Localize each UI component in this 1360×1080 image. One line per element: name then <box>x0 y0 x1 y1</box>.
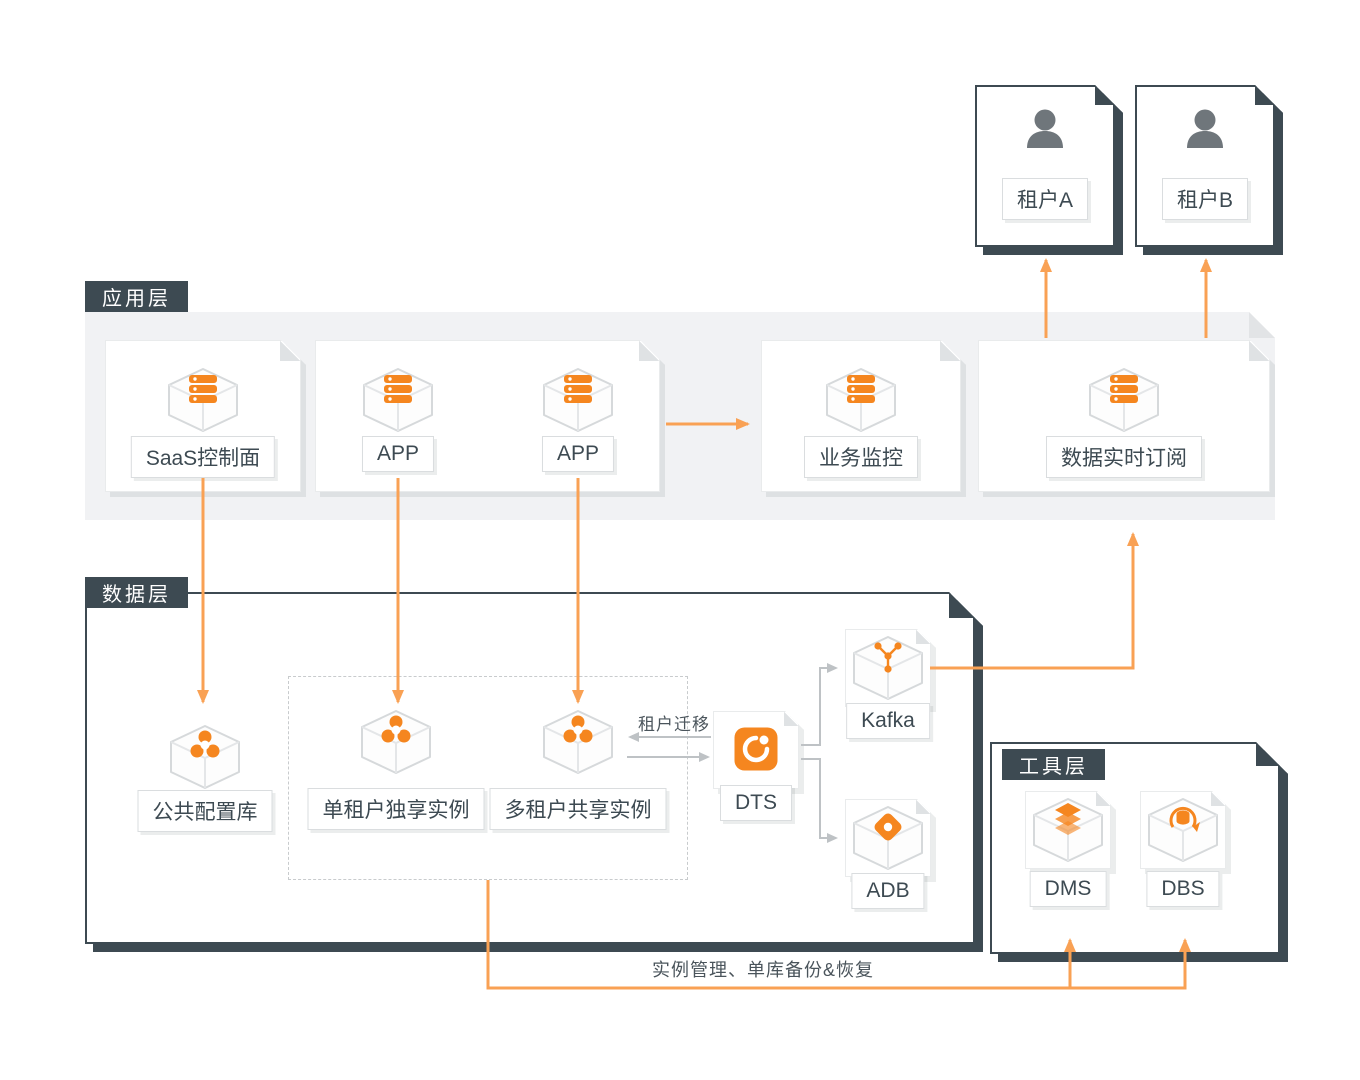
tenant-migration-label: 租户迁移 <box>638 715 710 734</box>
config-label: 公共配置库 <box>137 790 273 832</box>
app2-label: APP <box>541 436 615 472</box>
tool-layer-badge: 工具层 <box>1002 749 1105 780</box>
saas-label: SaaS控制面 <box>130 436 276 478</box>
person-icon <box>1027 109 1063 148</box>
data-transfer-swirl-icon <box>734 727 778 771</box>
tenant-b-card-shape <box>1135 85 1275 247</box>
data-layer-badge: 数据层 <box>85 577 188 608</box>
person-icon <box>1187 109 1223 148</box>
server-stack-icon <box>363 368 433 432</box>
instances-dashed-group <box>288 676 688 880</box>
layer-stack-icon <box>1033 798 1103 862</box>
kafka-label: Kafka <box>846 703 930 739</box>
tri-node-icon <box>170 725 240 789</box>
tri-node-icon <box>361 710 431 774</box>
app1-label: APP <box>361 436 435 472</box>
tenant-a-label: 租户A <box>1001 178 1089 220</box>
tenant-b-card <box>1135 85 1275 247</box>
instance-management-note: 实例管理、单库备份&恢复 <box>652 960 875 980</box>
dbs-label: DBS <box>1146 871 1220 907</box>
multi-tenant-label: 多租户共享实例 <box>489 788 667 830</box>
monitor-label: 业务监控 <box>804 436 918 478</box>
server-stack-icon <box>826 368 896 432</box>
diamond-icon <box>853 806 923 870</box>
server-stack-icon <box>168 368 238 432</box>
tri-node-icon <box>543 710 613 774</box>
dot-graph-icon <box>853 636 923 700</box>
server-stack-icon <box>543 368 613 432</box>
subscribe-label: 数据实时订阅 <box>1046 436 1202 478</box>
backup-cycle-icon <box>1148 798 1218 862</box>
adb-label: ADB <box>851 873 925 909</box>
tenant-b-label: 租户B <box>1161 178 1249 220</box>
app-layer-badge: 应用层 <box>85 281 188 312</box>
dts-label: DTS <box>720 785 792 821</box>
single-tenant-label: 单租户独享实例 <box>307 788 485 830</box>
dms-label: DMS <box>1029 871 1107 907</box>
server-stack-icon <box>1089 368 1159 432</box>
